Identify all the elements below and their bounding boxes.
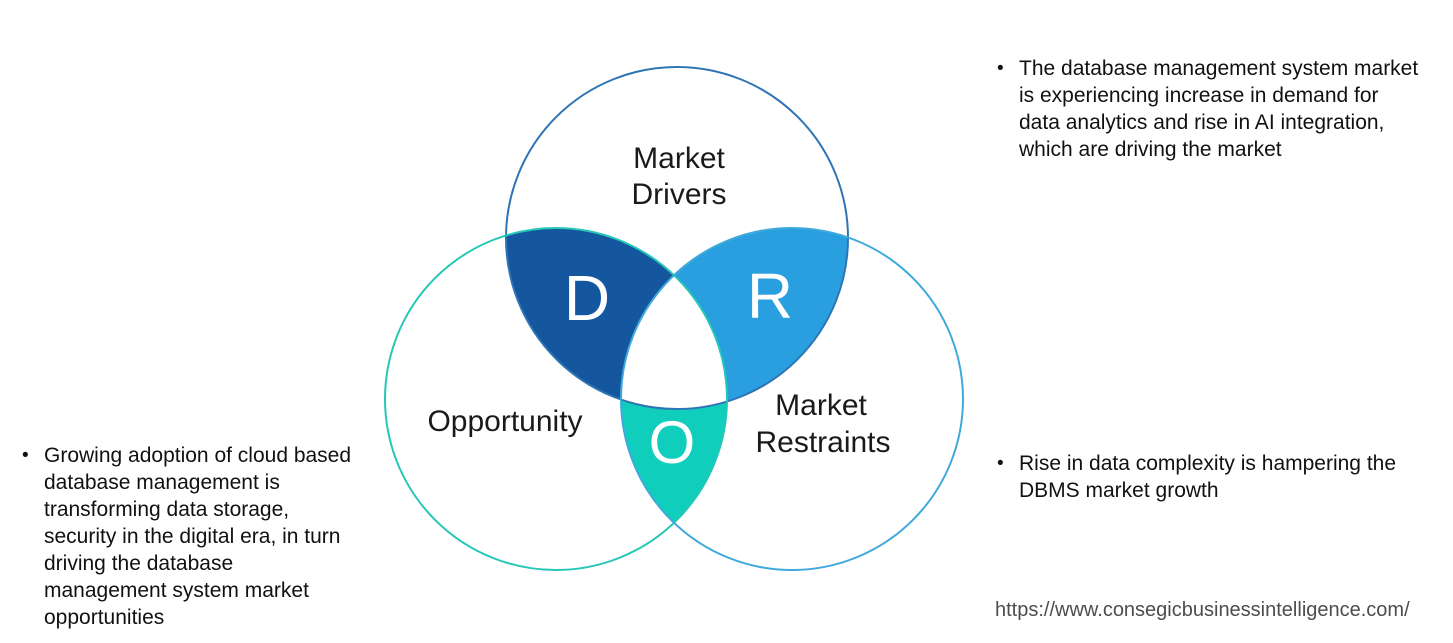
restraints-label-line2: Restraints xyxy=(755,426,890,459)
drivers-note-text: The database management system market is… xyxy=(1019,57,1419,161)
restraints-note: • Rise in data complexity is hampering t… xyxy=(997,450,1425,504)
restraints-label-line1: Market xyxy=(775,389,867,422)
drivers-label-line1: Market xyxy=(633,142,725,175)
drivers-letter: D xyxy=(564,262,610,334)
restraints-circle-outline xyxy=(620,227,964,571)
opportunity-label: Opportunity xyxy=(427,405,582,438)
bullet-icon: • xyxy=(997,58,1004,79)
opportunity-note: • Growing adoption of cloud based databa… xyxy=(22,442,358,631)
restraints-letter: R xyxy=(747,260,793,332)
source-url-link[interactable]: https://www.consegicbusinessintelligence… xyxy=(995,599,1410,621)
opportunity-circle-outline xyxy=(384,227,728,571)
opportunity-letter: O xyxy=(649,409,696,476)
drivers-label-line2: Drivers xyxy=(632,178,727,211)
drivers-note: • The database management system market … xyxy=(997,55,1425,163)
restraints-note-text: Rise in data complexity is hampering the… xyxy=(1019,452,1397,502)
opportunity-note-text: Growing adoption of cloud based database… xyxy=(44,444,352,629)
bullet-icon: • xyxy=(997,453,1004,474)
bullet-icon: • xyxy=(22,445,29,466)
